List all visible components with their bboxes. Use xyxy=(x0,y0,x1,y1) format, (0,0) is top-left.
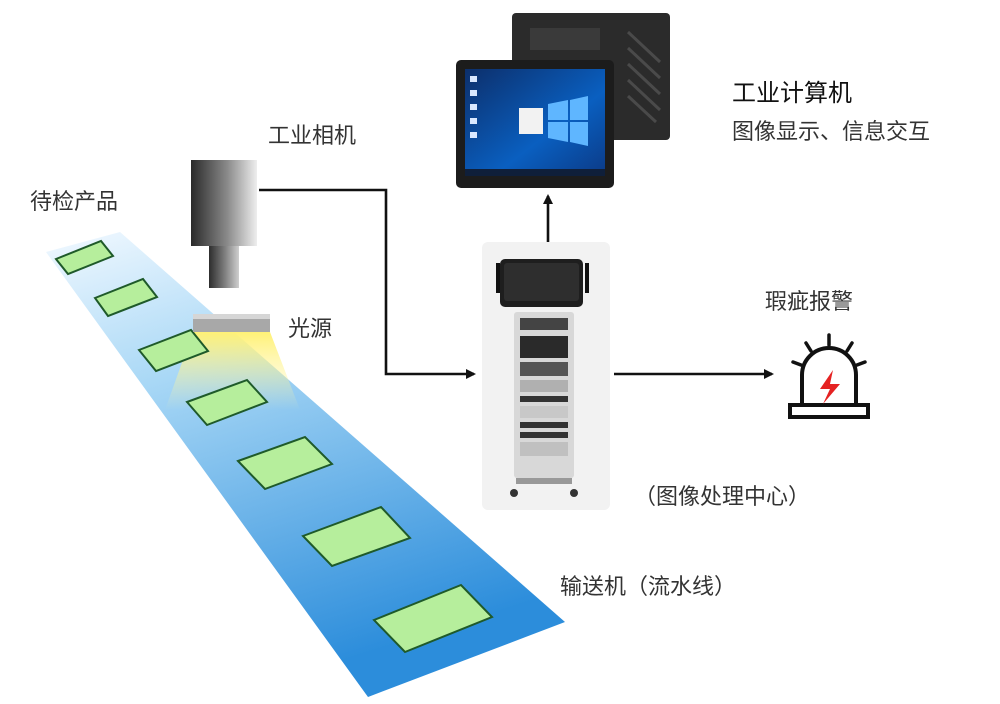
computer-title: 工业计算机 xyxy=(732,73,852,108)
computer-subtitle: 图像显示、信息交互 xyxy=(732,114,930,146)
light-label: 光源 xyxy=(288,311,332,343)
panel-pc-icon xyxy=(456,13,670,188)
processing-center-label: （图像处理中心） xyxy=(634,479,810,511)
alarm-label: 瑕疵报警 xyxy=(765,284,853,316)
ring-light-icon xyxy=(193,314,270,332)
siren-icon xyxy=(790,335,868,417)
conveyor-label: 输送机（流水线） xyxy=(560,569,736,601)
industrial-camera-icon xyxy=(191,160,257,288)
product-label: 待检产品 xyxy=(30,184,118,216)
processing-cabinet-icon xyxy=(482,242,610,510)
arrow-camera-to-cabinet xyxy=(259,190,474,374)
camera-label: 工业相机 xyxy=(268,118,356,150)
